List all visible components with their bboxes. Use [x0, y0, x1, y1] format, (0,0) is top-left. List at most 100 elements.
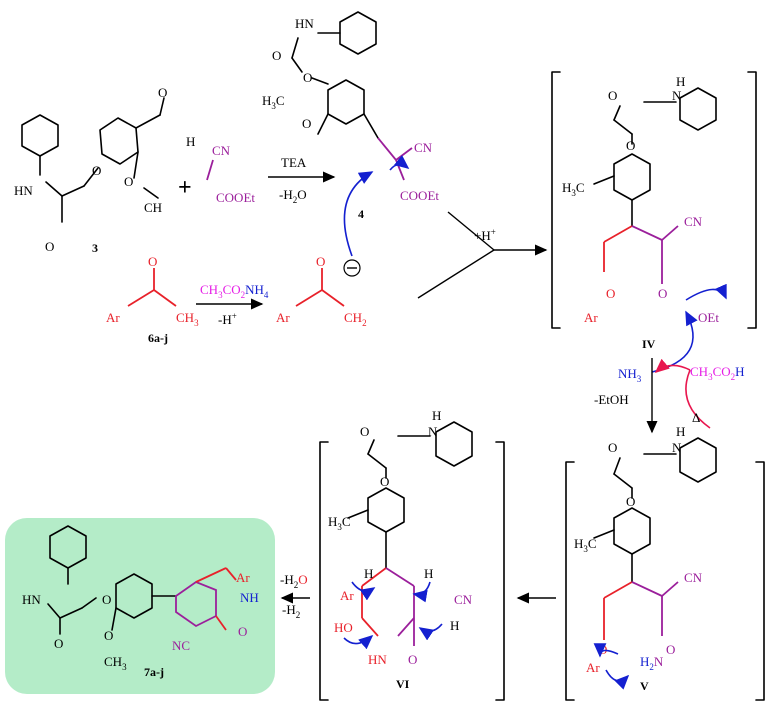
label-H2N-v: H2N	[640, 654, 664, 672]
label-O-vi-c: O	[408, 652, 417, 667]
label-minus-h2: -H2	[282, 602, 300, 620]
arrow-amine-attack-v	[605, 669, 630, 690]
label-H-v: H	[676, 424, 685, 439]
label-HN-7: HN	[22, 592, 41, 607]
plus-sign: +	[178, 175, 192, 201]
arrow-vi-a	[351, 581, 376, 601]
label-H3C-iv: H3C	[562, 180, 585, 198]
label-O-v-d: O	[666, 642, 675, 657]
compound-3	[21, 97, 165, 223]
label-minus-h2o-1: -H2O	[279, 187, 307, 205]
label-O-3c: O	[124, 174, 133, 189]
merge-line-a	[447, 211, 495, 251]
label-CN-reagent: CN	[212, 143, 231, 158]
label-O-3b: O	[92, 163, 101, 178]
compound-3-label: 3	[92, 241, 98, 255]
label-O-7c: O	[54, 636, 63, 651]
label-H-vi-d: H	[450, 618, 459, 633]
label-minus-h2o-2: -H2O	[280, 572, 308, 590]
label-H3C-vi: H3C	[328, 514, 351, 532]
label-O-7a: O	[238, 624, 247, 639]
intermediate-V	[565, 437, 765, 701]
label-N-iv: N	[672, 88, 682, 103]
label-O-v-a: O	[608, 440, 617, 455]
label-delta: Δ	[692, 410, 700, 425]
label-HN-4: HN	[295, 16, 314, 31]
arrow-acid-cycle-b	[654, 358, 691, 374]
label-NH3: NH3	[618, 366, 642, 384]
label-NH-7: NH	[240, 590, 259, 605]
arrow-carbonyl-v	[593, 643, 619, 658]
label-minus-h-1: -H+	[218, 311, 237, 327]
compound-6-label: 6a-j	[148, 331, 168, 345]
arrow-electron-4	[389, 155, 410, 171]
label-HN-vi: HN	[368, 652, 387, 667]
label-O-4b: O	[303, 70, 312, 85]
label-CN-4: CN	[414, 140, 433, 155]
enolate	[295, 259, 361, 307]
intermediate-VI-label: VI	[396, 677, 410, 691]
label-H3C-4: H3C	[262, 93, 285, 111]
label-Ar-iv: Ar	[584, 310, 598, 325]
cyanoacetate-bond	[206, 159, 214, 181]
label-O-3d: O	[45, 239, 54, 254]
label-O-iv-c: O	[606, 286, 615, 301]
label-O-7b: O	[102, 592, 111, 607]
label-OEt-iv: OEt	[698, 310, 719, 325]
compound-6	[127, 268, 177, 307]
label-O-enolate: O	[316, 254, 325, 269]
label-O-iv-d: O	[658, 286, 667, 301]
label-CH2-enolate: CH2	[344, 310, 367, 328]
label-O-4a: O	[272, 48, 281, 63]
label-Ar-enolate: Ar	[276, 310, 290, 325]
label-CH3-6: CH3	[176, 310, 199, 328]
label-H-vi-b: H	[364, 566, 373, 581]
compound-4-label: 4	[358, 207, 364, 221]
product-highlight	[5, 518, 275, 694]
intermediate-VI	[319, 421, 505, 701]
label-H-vi-a: H	[432, 408, 441, 423]
label-N-v: N	[672, 440, 682, 455]
label-O-v-b: O	[626, 494, 635, 509]
label-COOEt-reagent: COOEt	[216, 190, 255, 205]
label-O-iv-a: O	[608, 88, 617, 103]
label-CH3CO2NH4: CH3CO2NH4	[200, 282, 269, 300]
label-CN-vi: CN	[454, 592, 473, 607]
label-Ar-vi: Ar	[340, 588, 354, 603]
label-Ar-v: Ar	[586, 660, 600, 675]
label-O-3a: O	[158, 85, 167, 100]
label-O-4c: O	[302, 116, 311, 131]
arrow-vi-d	[418, 623, 443, 641]
label-H-iv: H	[676, 74, 685, 89]
label-Ar-7: Ar	[236, 570, 250, 585]
label-N-vi: N	[428, 424, 438, 439]
label-H-vi-c: H	[424, 566, 433, 581]
label-plus-h: +H+	[474, 227, 496, 243]
label-H3C-v: H3C	[574, 536, 597, 554]
arrow-vi-b	[343, 634, 374, 650]
label-HN-3: HN	[14, 183, 33, 198]
label-O-iv-b: O	[626, 138, 635, 153]
product-7	[47, 525, 237, 635]
label-CN-iv: CN	[684, 214, 703, 229]
label-CH3CO2H: CH3CO2H	[690, 364, 745, 382]
label-CN-v: CN	[684, 570, 703, 585]
label-COOEt-4: COOEt	[400, 188, 439, 203]
arrow-carbonyl-iv	[685, 283, 727, 301]
arrow-acid-cycle-a	[685, 369, 711, 429]
intermediate-V-label: V	[640, 679, 649, 693]
label-HO-vi: HO	[334, 620, 353, 635]
label-H-3: H	[186, 134, 195, 149]
label-TEA: TEA	[281, 155, 307, 170]
label-O-6: O	[148, 254, 157, 269]
label-O-vi-b: O	[380, 474, 389, 489]
label-NC-7: NC	[172, 638, 190, 653]
intermediate-IV-label: IV	[642, 337, 656, 351]
product-7-label: 7a-j	[144, 665, 164, 679]
merge-line-b	[417, 249, 495, 299]
label-minus-etoh: -EtOH	[594, 392, 629, 407]
arrow-vi-c	[412, 581, 431, 603]
label-Ar-6: Ar	[106, 310, 120, 325]
